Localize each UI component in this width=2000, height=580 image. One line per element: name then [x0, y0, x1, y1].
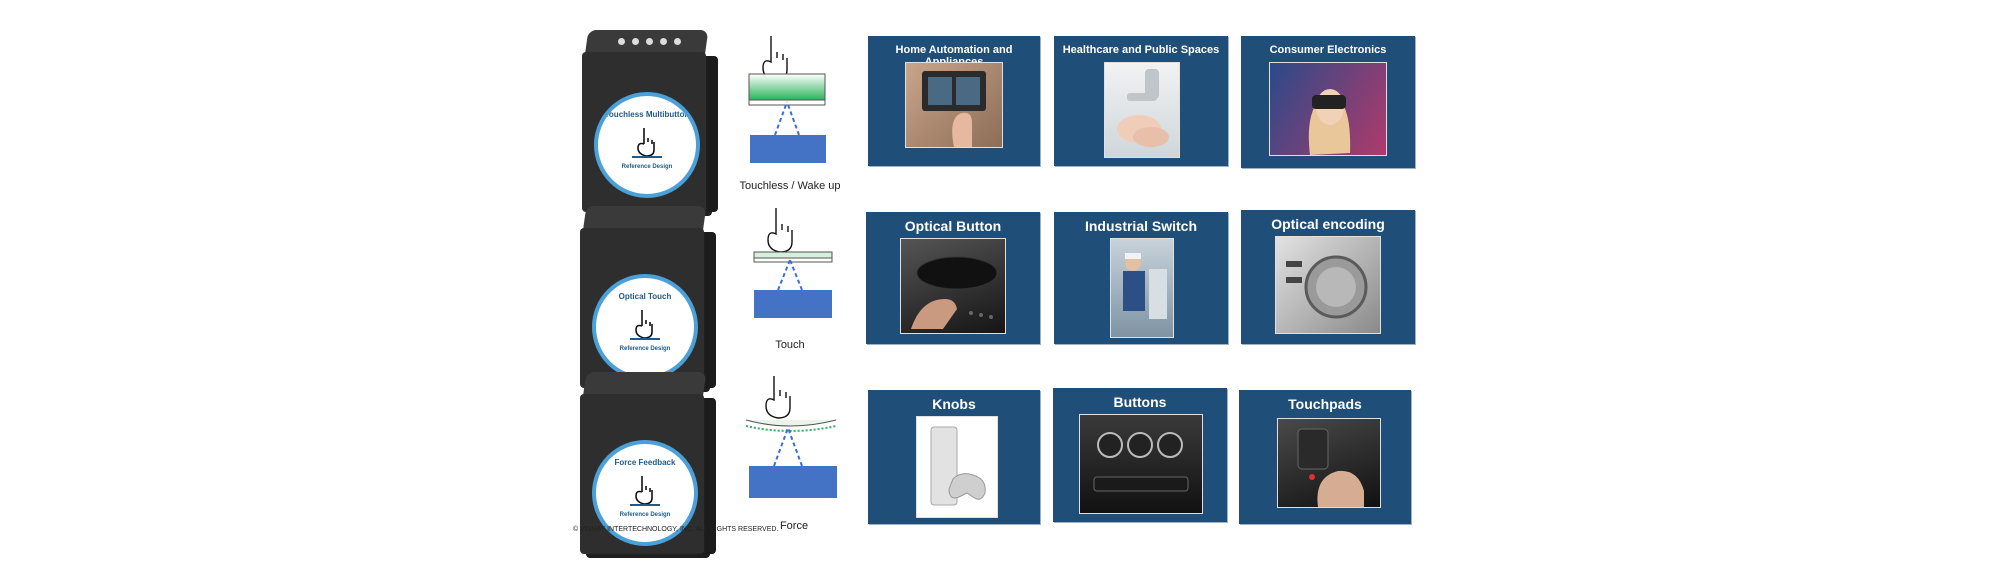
worker-icon — [1123, 253, 1167, 319]
diagram-force — [744, 374, 838, 502]
box-badge-label: Optical Touch — [618, 292, 672, 301]
box-badge-sub: Reference Design — [619, 512, 671, 518]
hand-on-touchpad-icon — [1297, 428, 1364, 507]
finger-icon — [632, 128, 662, 158]
tile-title: Touchpads — [1288, 396, 1362, 412]
touch-sensor-diagram — [753, 208, 833, 318]
tile-title: Buttons — [1113, 394, 1167, 410]
box-badge-label: Touchless Multibutton — [604, 110, 690, 119]
led-row — [618, 38, 681, 45]
copyright-text: © VISHAY INTERTECHNOLOGY, INC. ALL RIGHT… — [573, 526, 779, 533]
touchless-sensor-diagram — [748, 36, 826, 163]
box-side — [706, 398, 716, 554]
car-dashboard-image — [1079, 414, 1203, 514]
tile-touchpads: Touchpads — [1239, 390, 1411, 524]
box-side — [708, 56, 718, 212]
tile-home-automation: Home Automation and Appliances — [868, 36, 1040, 166]
diagram-caption: Touchless / Wake up — [739, 180, 841, 192]
diagram-touch — [748, 206, 838, 324]
force-sensor-diagram — [745, 376, 837, 498]
smart-panel-icon — [922, 71, 986, 147]
tile-optical-button: Optical Button — [866, 212, 1040, 344]
factory-worker-image — [1110, 238, 1174, 338]
vr-headset-image — [1269, 62, 1387, 156]
thermostat-image — [905, 62, 1003, 148]
dashboard-controls-icon — [1093, 432, 1189, 492]
box-badge-label: Force Feedback — [614, 458, 676, 467]
diagram-touchless — [745, 34, 835, 168]
hand-washing-image — [1104, 62, 1180, 158]
rotary-knob-image — [1275, 236, 1381, 334]
game-console-image — [916, 416, 998, 518]
box-side — [706, 232, 716, 388]
box-badge-sub: Reference Design — [619, 346, 671, 352]
gear-shifter-image — [1277, 418, 1381, 508]
knob-icon — [1286, 255, 1368, 319]
box-badge: Touchless Multibutton Reference Design — [594, 92, 700, 198]
box-badge: Optical Touch Reference Design — [592, 274, 698, 380]
finger-icon — [630, 310, 660, 340]
tile-title: Knobs — [932, 396, 976, 412]
tile-buttons: Buttons — [1053, 388, 1227, 522]
tile-healthcare: Healthcare and Public Spaces — [1054, 36, 1228, 166]
tile-title: Industrial Switch — [1084, 218, 1197, 234]
tile-title: Optical encoding — [1271, 216, 1385, 232]
box-badge: Force Feedback Reference Design — [592, 440, 698, 546]
box-badge-sub: Reference Design — [621, 164, 673, 170]
diagram-caption: Touch — [775, 339, 805, 351]
finger-icon — [630, 476, 660, 506]
tile-title: Healthcare and Public Spaces — [1062, 44, 1220, 56]
tile-title: Consumer Electronics — [1269, 44, 1387, 56]
diagram-caption: Force — [779, 520, 809, 532]
tile-consumer-electronics: Consumer Electronics — [1241, 36, 1415, 168]
tile-industrial-switch: Industrial Switch — [1054, 212, 1228, 344]
tile-title: Optical Button — [904, 218, 1002, 234]
console-icon — [930, 426, 986, 506]
cooktop-image — [900, 238, 1006, 334]
faucet-icon — [1117, 69, 1169, 147]
pan-icon — [911, 256, 998, 329]
tile-optical-encoding: Optical encoding — [1241, 210, 1415, 344]
tile-knobs: Knobs — [868, 390, 1040, 524]
vr-user-icon — [1308, 89, 1351, 155]
